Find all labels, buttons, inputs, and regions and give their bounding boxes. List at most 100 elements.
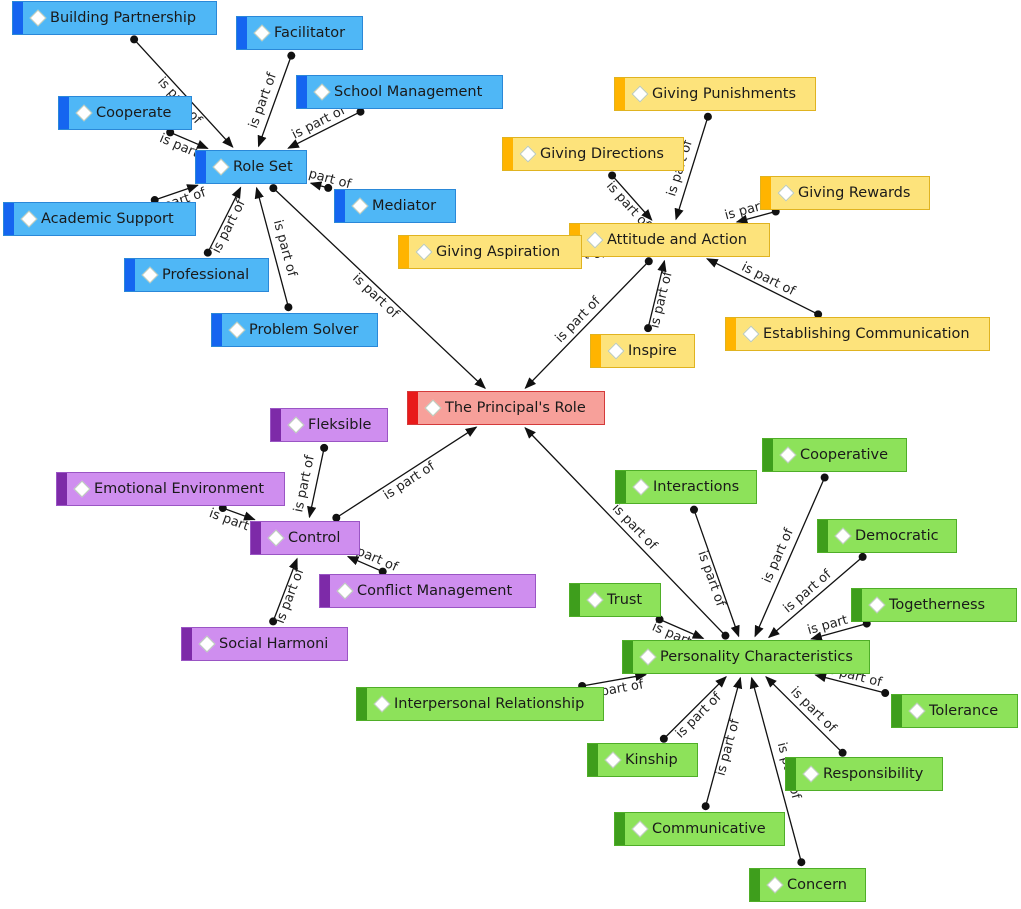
node-kinship[interactable]: Kinship <box>587 743 698 777</box>
diamond-icon <box>415 243 433 261</box>
node-trust[interactable]: Trust <box>569 583 661 617</box>
edge-interactions-to-personality: is part of <box>689 505 740 638</box>
node-establishing-communication[interactable]: Establishing Communication <box>725 317 990 351</box>
edge-line <box>524 260 650 389</box>
node-giving-rewards[interactable]: Giving Rewards <box>760 176 930 210</box>
edge-line <box>754 477 826 638</box>
node-label: Democratic <box>855 528 939 544</box>
node-fleksible[interactable]: Fleksible <box>270 408 388 442</box>
node-giving-aspiration[interactable]: Giving Aspiration <box>398 235 582 269</box>
node-mediator[interactable]: Mediator <box>334 189 456 223</box>
node-tolerance[interactable]: Tolerance <box>891 694 1018 728</box>
node-cooperative[interactable]: Cooperative <box>762 438 907 472</box>
node-interpersonal-relationship[interactable]: Interpersonal Relationship <box>356 687 604 721</box>
diamond-icon <box>766 876 784 894</box>
node-color-bar <box>408 392 418 424</box>
edge-label: is part of <box>273 566 308 626</box>
edge-label: is part of <box>673 690 725 742</box>
diamond-icon <box>834 527 852 545</box>
edge-line <box>272 187 486 390</box>
edge-start-dot <box>608 171 617 180</box>
node-giving-directions[interactable]: Giving Directions <box>502 137 684 171</box>
diamond-icon <box>604 751 622 769</box>
edge-facilitator-to-roleset: is part of <box>246 51 296 148</box>
node-color-bar <box>570 584 580 616</box>
edge-label: is part of <box>609 501 660 553</box>
node-interactions[interactable]: Interactions <box>615 470 757 504</box>
edge-line <box>169 131 209 150</box>
node-democratic[interactable]: Democratic <box>817 519 957 553</box>
node-inspire[interactable]: Inspire <box>590 334 695 368</box>
node-responsibility[interactable]: Responsibility <box>785 757 943 791</box>
edge-line <box>663 675 727 740</box>
edge-line <box>674 116 709 221</box>
edge-line <box>254 186 290 308</box>
diamond-icon <box>607 342 625 360</box>
edge-start-dot <box>218 504 227 513</box>
node-attitude-and-action[interactable]: Attitude and Action <box>569 223 770 257</box>
edge-line <box>154 184 199 201</box>
edge-attitude-to-principal: is part of <box>524 257 653 389</box>
edge-line <box>705 676 743 807</box>
edge-inspire-to-attitude: is part of <box>644 259 676 333</box>
edge-start-dot <box>701 802 710 811</box>
node-color-bar <box>503 138 513 170</box>
node-color-bar <box>761 177 771 209</box>
edge-start-dot <box>284 303 293 312</box>
node-problem-solver[interactable]: Problem Solver <box>211 313 378 347</box>
edge-start-dot <box>644 257 653 266</box>
edge-line <box>810 622 867 641</box>
node-conflict-management[interactable]: Conflict Management <box>319 574 536 608</box>
edge-line <box>346 555 383 573</box>
node-label: Interpersonal Relationship <box>394 696 585 712</box>
node-label: Social Harmoni <box>219 636 329 652</box>
node-school-management[interactable]: School Management <box>296 75 503 109</box>
edge-start-dot <box>203 248 212 257</box>
node-building-partnership[interactable]: Building Partnership <box>12 1 217 35</box>
node-color-bar <box>852 589 862 621</box>
diamond-icon <box>313 83 331 101</box>
diamond-icon <box>228 321 246 339</box>
edge-start-dot <box>838 748 847 757</box>
node-label: Concern <box>787 877 847 893</box>
edge-harmoni-to-control: is part of <box>269 557 308 626</box>
diamond-icon <box>75 104 93 122</box>
node-social-harmoni[interactable]: Social Harmoni <box>181 627 348 661</box>
node-the-principal-s-role[interactable]: The Principal's Role <box>407 391 605 425</box>
node-togetherness[interactable]: Togetherness <box>851 588 1017 622</box>
node-cooperate[interactable]: Cooperate <box>58 96 192 130</box>
node-color-bar <box>616 471 626 503</box>
diamond-icon <box>586 231 604 249</box>
node-label: Interactions <box>653 479 740 495</box>
node-academic-support[interactable]: Academic Support <box>3 202 196 236</box>
node-giving-punishments[interactable]: Giving Punishments <box>614 77 816 111</box>
diamond-icon <box>336 582 354 600</box>
edge-line <box>749 676 802 863</box>
node-label: Attitude and Action <box>607 232 747 248</box>
node-label: Responsibility <box>823 766 924 782</box>
node-facilitator[interactable]: Facilitator <box>236 16 363 50</box>
edge-building-to-roleset: is part of <box>130 35 234 148</box>
node-label: Giving Punishments <box>652 86 796 102</box>
node-label: Giving Directions <box>540 146 664 162</box>
diamond-icon <box>631 820 649 838</box>
node-communicative[interactable]: Communicative <box>614 812 785 846</box>
node-color-bar <box>623 641 633 673</box>
node-color-bar <box>786 758 796 790</box>
diamond-icon <box>351 197 369 215</box>
node-color-bar <box>750 869 760 901</box>
edge-line <box>767 556 864 639</box>
edge-line <box>706 258 819 315</box>
node-concern[interactable]: Concern <box>749 868 866 902</box>
node-control[interactable]: Control <box>250 521 360 555</box>
node-color-bar <box>237 17 247 49</box>
node-professional[interactable]: Professional <box>124 258 269 292</box>
node-color-bar <box>320 575 330 607</box>
node-personality-characteristics[interactable]: Personality Characteristics <box>622 640 870 674</box>
node-emotional-environment[interactable]: Emotional Environment <box>56 472 285 506</box>
node-color-bar <box>4 203 14 235</box>
node-role-set[interactable]: Role Set <box>195 150 307 184</box>
node-label: Tolerance <box>929 703 999 719</box>
edge-line <box>307 447 325 519</box>
edge-line <box>765 675 844 754</box>
